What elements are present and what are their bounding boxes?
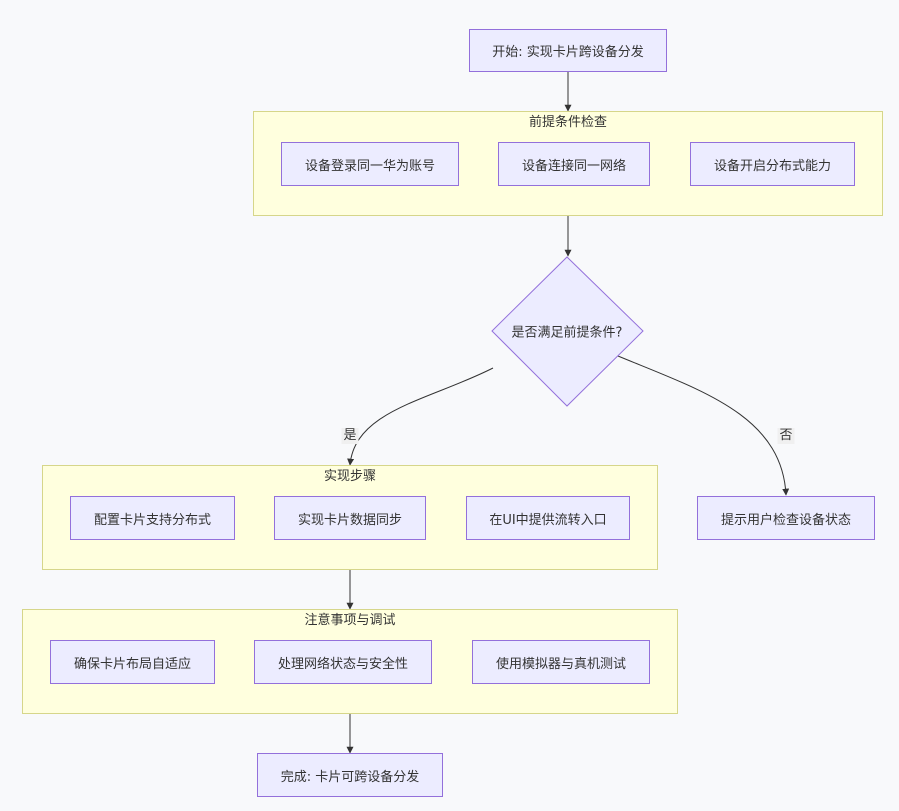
prereq-cluster-title: 前提条件检查	[528, 115, 607, 130]
notes-cluster-title: 注意事项与调试	[304, 613, 396, 628]
edge-label-yes: 是	[341, 428, 359, 444]
steps-cluster-title: 实现步骤	[323, 469, 376, 484]
notify-node: 提示用户检查设备状态	[697, 496, 875, 540]
note-layout-node: 确保卡片布局自适应	[50, 640, 215, 684]
end-node: 完成: 卡片可跨设备分发	[257, 753, 443, 797]
prereq-same-account-node: 设备登录同一华为账号	[281, 142, 459, 186]
prereq-distributed-node: 设备开启分布式能力	[690, 142, 855, 186]
step-config-node: 配置卡片支持分布式	[70, 496, 235, 540]
edge-label-no: 否	[777, 428, 795, 444]
decision-label: 是否满足前提条件?	[511, 325, 623, 341]
step-entry-node: 在UI中提供流转入口	[466, 496, 630, 540]
start-node: 开始: 实现卡片跨设备分发	[469, 29, 667, 72]
prereq-same-network-node: 设备连接同一网络	[498, 142, 650, 186]
step-sync-node: 实现卡片数据同步	[274, 496, 426, 540]
note-testing-node: 使用模拟器与真机测试	[472, 640, 650, 684]
edge-decision-to-steps	[347, 367, 494, 466]
note-network-node: 处理网络状态与安全性	[254, 640, 432, 684]
